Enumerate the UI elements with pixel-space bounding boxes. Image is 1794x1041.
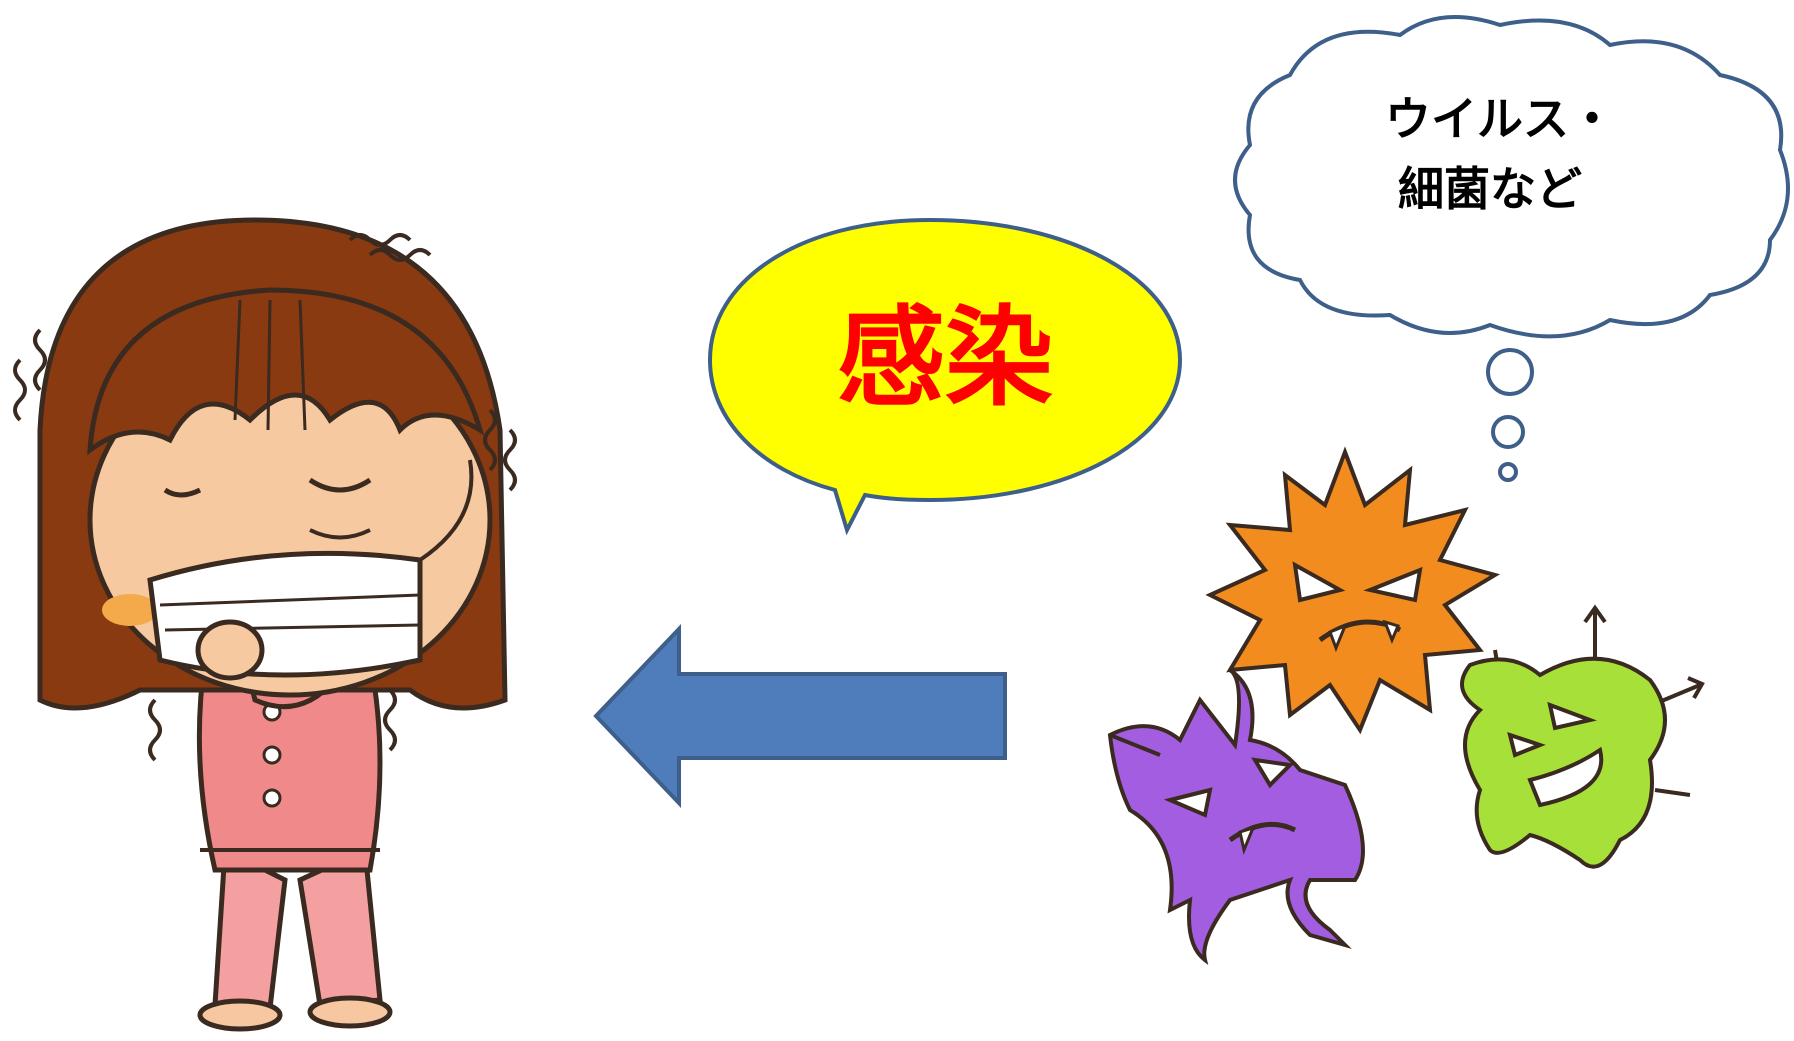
thought-dot-small xyxy=(1498,462,1518,482)
orange-germ-icon xyxy=(1205,446,1501,735)
cloud-line-1: ウイルス・ xyxy=(1385,92,1615,146)
infection-speech-bubble: 感染 xyxy=(707,217,1183,536)
infection-arrow xyxy=(593,624,1007,808)
thought-dot-large xyxy=(1486,348,1534,396)
thought-dot-medium xyxy=(1491,415,1525,449)
infection-label: 感染 xyxy=(837,296,1053,421)
cloud-line-2: 細菌など xyxy=(1398,162,1582,216)
pathogen-thought-cloud: ウイルス・ 細菌など xyxy=(1233,15,1790,482)
purple-germ-icon xyxy=(1107,668,1365,965)
green-germ-icon xyxy=(1460,604,1705,869)
sick-girl-icon xyxy=(13,217,517,1032)
